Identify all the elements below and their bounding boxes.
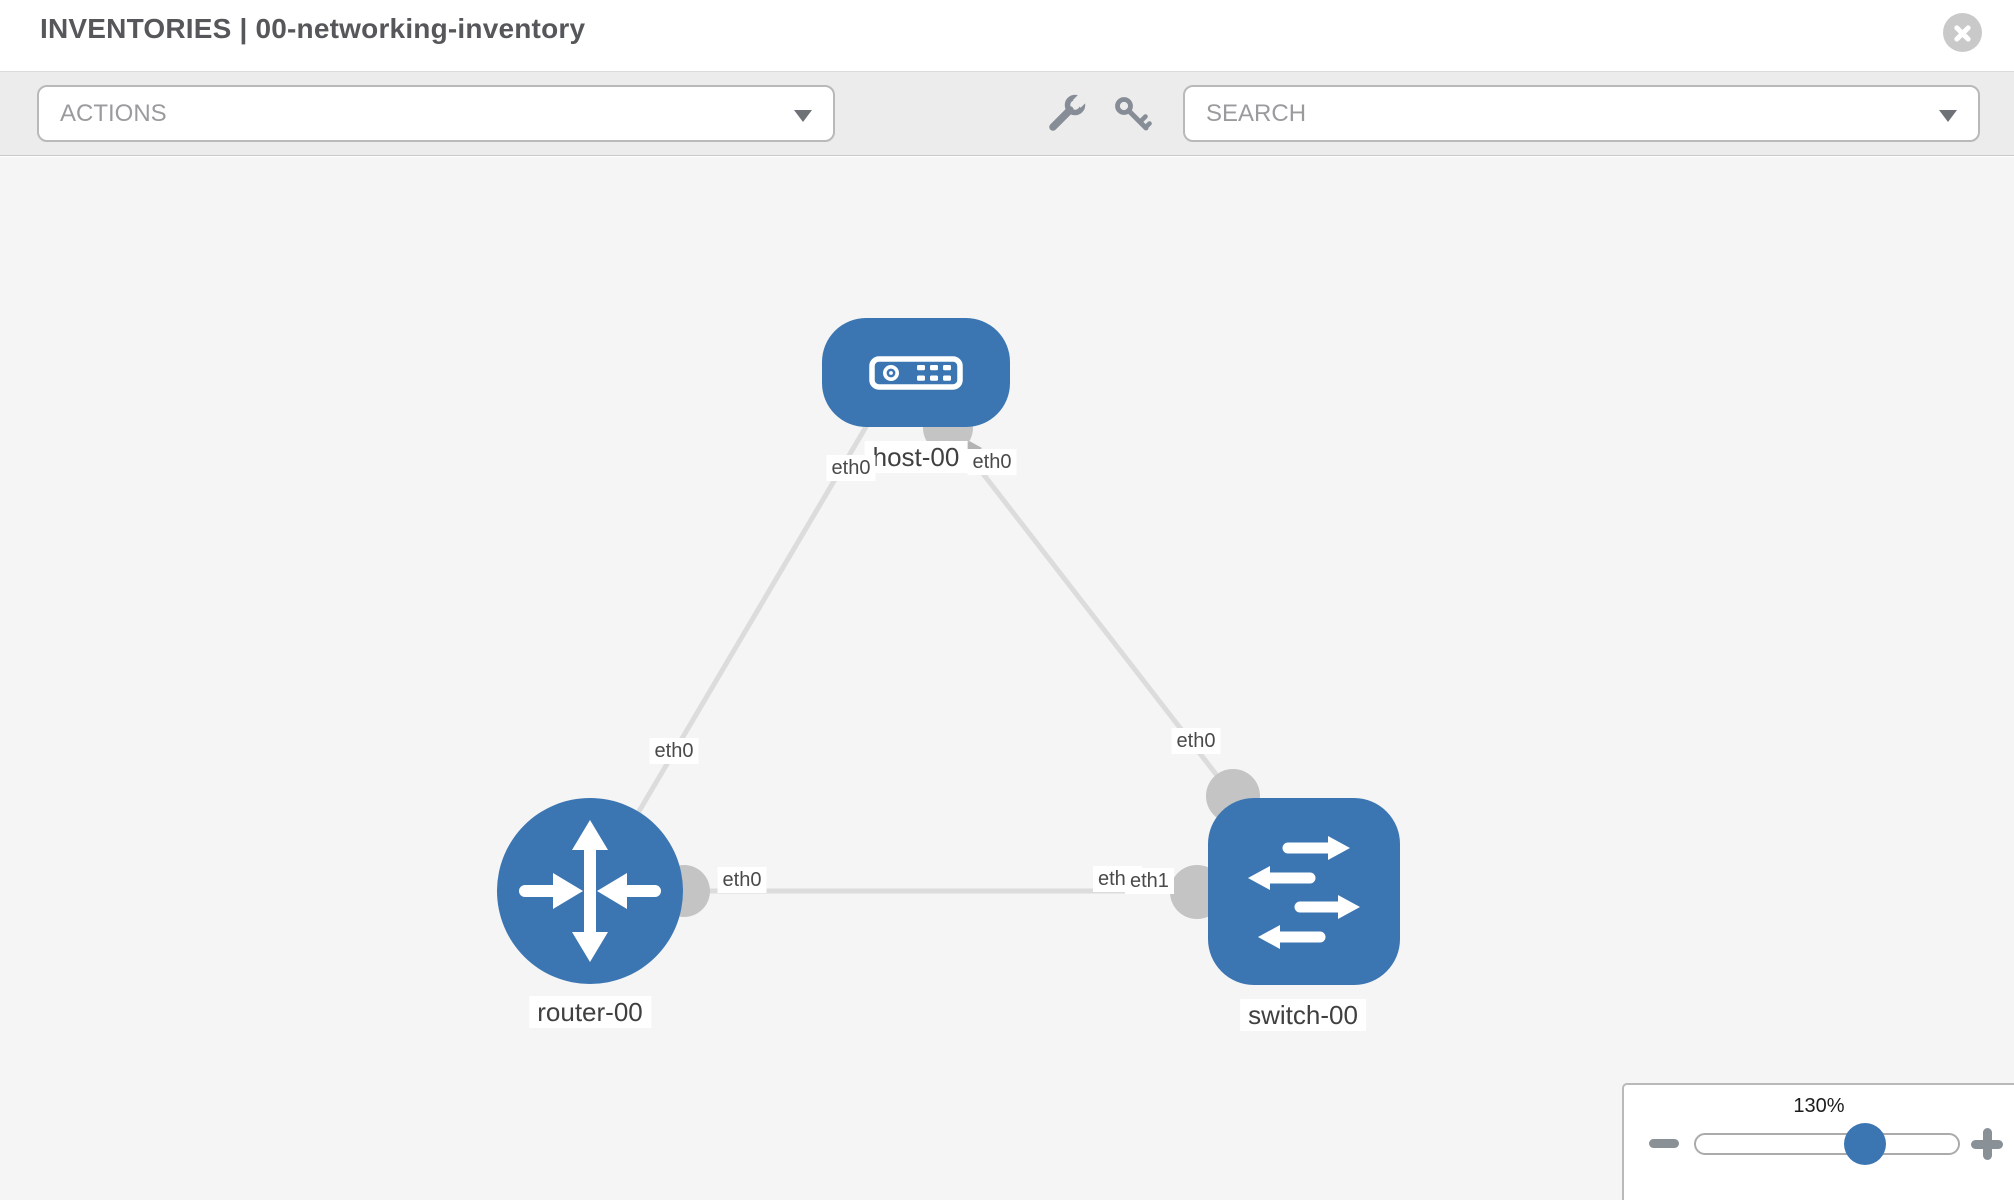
zoom-out-button[interactable]	[1649, 1139, 1679, 1148]
zoom-in-button[interactable]	[1971, 1128, 2003, 1160]
node-switch-00[interactable]	[1208, 798, 1400, 985]
wrench-icon	[1049, 92, 1089, 131]
zoom-slider-thumb[interactable]	[1844, 1123, 1886, 1165]
topology-canvas[interactable]	[0, 157, 2014, 1200]
actions-dropdown[interactable]: ACTIONS	[37, 85, 835, 142]
node-label-router: router-00	[529, 996, 651, 1028]
header: INVENTORIES | 00-networking-inventory	[0, 0, 2014, 71]
node-label-host: host-00	[864, 441, 968, 473]
node-host-00[interactable]	[822, 318, 1010, 427]
search-dropdown[interactable]: SEARCH	[1183, 85, 1980, 142]
close-button[interactable]	[1943, 13, 1982, 52]
chevron-down-icon	[1939, 110, 1957, 122]
node-label-switch: switch-00	[1240, 999, 1366, 1031]
link-host-router[interactable]	[625, 418, 873, 832]
toolbar: ACTIONS SEARCH	[0, 71, 2014, 156]
key-icon	[1115, 97, 1152, 131]
credentials-button[interactable]	[1112, 94, 1154, 136]
router-icon	[519, 820, 661, 962]
search-dropdown-label: SEARCH	[1206, 100, 1307, 127]
interface-label-switch-eth1-front: eth1	[1125, 868, 1174, 894]
page-title: INVENTORIES | 00-networking-inventory	[40, 13, 586, 44]
actions-dropdown-label: ACTIONS	[60, 100, 167, 127]
interface-label-host-left: eth0	[826, 455, 876, 481]
switch-icon	[1248, 835, 1360, 949]
interface-label-router-port: eth0	[717, 867, 767, 893]
node-router-00[interactable]	[497, 798, 683, 984]
interface-label-link-left: eth0	[649, 738, 699, 764]
configure-button[interactable]	[1043, 91, 1089, 137]
interface-label-switch-top: eth0	[1171, 728, 1221, 754]
interface-label-host-right: eth0	[967, 449, 1017, 475]
zoom-control-panel: 130%	[1622, 1083, 2014, 1200]
zoom-level-value: 130%	[1793, 1095, 1845, 1117]
zoom-slider-track[interactable]	[1694, 1133, 1960, 1155]
chevron-down-icon	[794, 110, 812, 122]
server-icon	[869, 355, 963, 390]
